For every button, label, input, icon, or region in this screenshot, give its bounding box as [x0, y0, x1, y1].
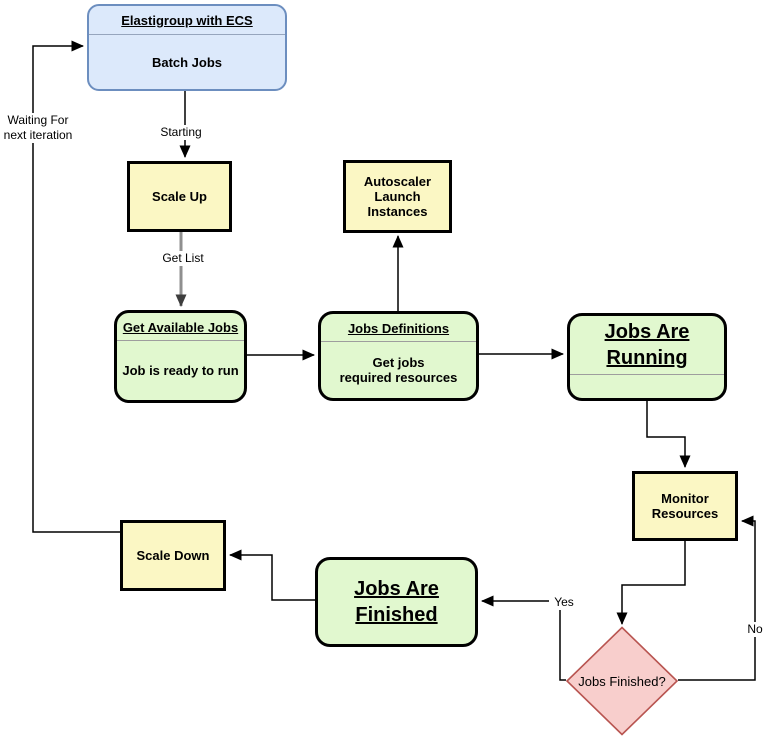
node-elastigroup-batch-jobs: Elastigroup with ECS Batch Jobs: [87, 4, 287, 91]
autoscaler-label: Autoscaler Launch Instances: [363, 174, 432, 219]
edge-label-waiting-for-next-iteration: Waiting For next iteration: [0, 113, 76, 143]
node-jobs-finished-decision: Jobs Finished?: [565, 626, 679, 736]
edge-monitor-to-decision: [616, 541, 686, 625]
scale-down-label: Scale Down: [136, 548, 210, 563]
jobs-are-running-title: Jobs Are Running: [604, 321, 690, 369]
jobs-are-running-empty-section: [570, 375, 724, 398]
edge-label-starting: Starting: [154, 125, 208, 140]
edge-waiting-loop: [32, 40, 120, 533]
elastigroup-body: Batch Jobs: [151, 54, 223, 70]
node-autoscaler-launch-instances: Autoscaler Launch Instances: [343, 160, 452, 233]
get-available-jobs-body: Job is ready to run: [122, 363, 239, 378]
node-jobs-are-finished: Jobs Are Finished: [315, 557, 478, 647]
edge-finished-to-scaledown: [229, 549, 315, 601]
elastigroup-title: Elastigroup with ECS: [89, 6, 285, 35]
edge-label-no: No: [743, 622, 766, 637]
node-jobs-are-running: Jobs Are Running: [567, 313, 727, 401]
monitor-resources-label: Monitor Resources: [651, 491, 719, 521]
node-get-available-jobs: Get Available Jobs Job is ready to run: [114, 310, 247, 403]
node-scale-up: Scale Up: [127, 161, 232, 232]
node-jobs-definitions: Jobs Definitions Get jobs required resou…: [318, 311, 479, 401]
jobs-are-finished-title: Jobs Are Finished: [354, 578, 439, 626]
scale-up-label: Scale Up: [152, 189, 207, 204]
jobs-definitions-title: Jobs Definitions: [321, 314, 476, 342]
edge-running-to-monitor: [646, 401, 691, 468]
node-monitor-resources: Monitor Resources: [632, 471, 738, 541]
edge-yes: [481, 595, 566, 681]
edge-no-loop: [678, 515, 756, 681]
node-scale-down: Scale Down: [120, 520, 226, 591]
jobs-definitions-body: Get jobs required resources: [339, 355, 458, 385]
get-available-jobs-title: Get Available Jobs: [117, 313, 244, 341]
edge-label-get-list: Get List: [158, 251, 208, 266]
decision-diamond-shape: [565, 626, 679, 736]
jobs-finished-decision-label: Jobs Finished?: [578, 673, 666, 689]
edge-label-yes: Yes: [549, 595, 579, 610]
